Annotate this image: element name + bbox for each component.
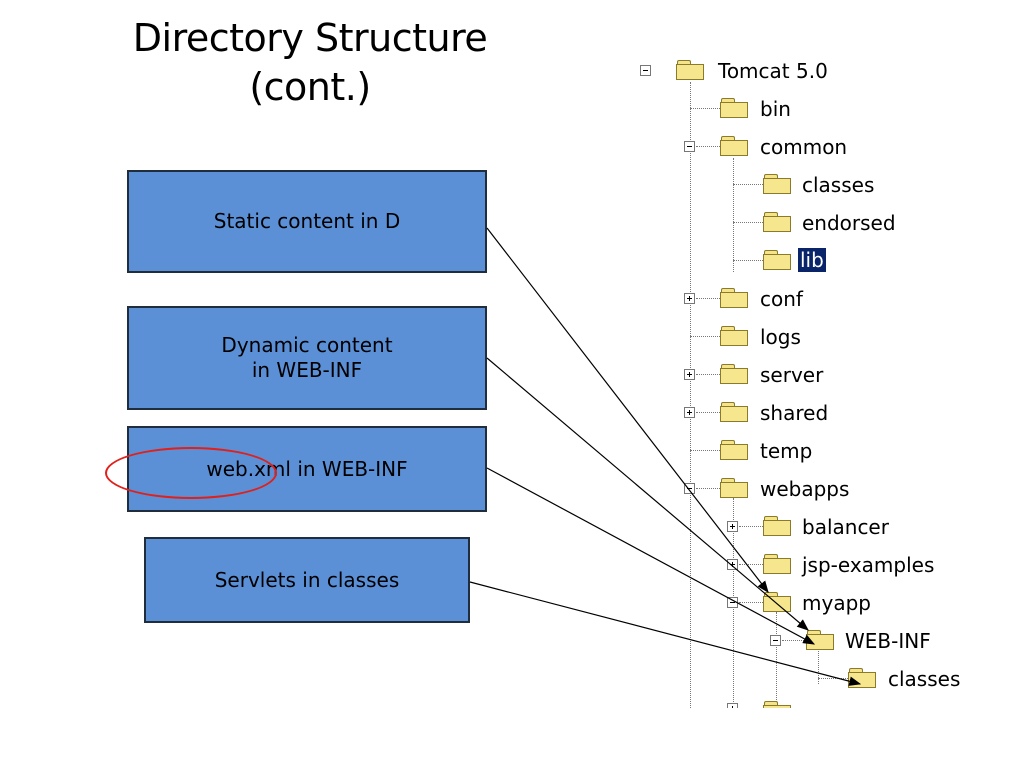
expand-icon[interactable] — [684, 407, 695, 418]
tree-item-label[interactable]: server — [760, 363, 824, 387]
tree-item-label[interactable]: balancer — [802, 515, 889, 539]
folder-icon — [720, 287, 750, 309]
folder-icon — [720, 401, 750, 423]
slide-title: Directory Structure (cont.) — [132, 16, 488, 109]
tree-item-label[interactable]: temp — [760, 439, 813, 463]
directory-tree: Tomcat 5.0 bin common classes endorsed l… — [630, 52, 980, 708]
tree-item-label[interactable]: logs — [760, 325, 801, 349]
arrow-servlets — [469, 581, 862, 686]
folder-icon — [720, 363, 750, 385]
tree-item-label[interactable]: common — [760, 135, 848, 159]
tree-item-label[interactable]: shared — [760, 401, 829, 425]
arrow-web-xml — [486, 467, 816, 645]
dynamic-content-box: Dynamic content in WEB-INF — [127, 306, 487, 410]
folder-icon — [676, 59, 706, 81]
collapse-icon[interactable] — [684, 141, 695, 152]
folder-icon — [763, 553, 793, 575]
tree-item-label-selected[interactable]: lib — [798, 248, 826, 272]
expand-icon[interactable] — [684, 293, 695, 304]
tree-item-label[interactable]: endorsed — [802, 211, 896, 235]
tree-item-label[interactable]: Tomcat 5.0 — [718, 59, 828, 83]
collapse-icon[interactable] — [770, 635, 781, 646]
folder-icon — [720, 325, 750, 347]
static-content-box: Static content in D — [127, 170, 487, 273]
collapse-icon[interactable] — [684, 483, 695, 494]
tree-item-label[interactable]: conf — [760, 287, 803, 311]
tree-item-label[interactable]: jsp-examples — [802, 553, 935, 577]
tree-item-label[interactable]: classes — [888, 667, 961, 691]
folder-icon — [720, 135, 750, 157]
open-folder-icon — [763, 249, 793, 271]
folder-icon — [720, 439, 750, 461]
highlight-ellipse — [105, 447, 277, 499]
tree-item-label[interactable]: WEB-INF — [845, 629, 931, 653]
collapse-icon[interactable] — [640, 65, 651, 76]
tree-item-label[interactable]: myapp — [802, 591, 871, 615]
expand-icon[interactable] — [727, 703, 738, 708]
expand-icon[interactable] — [684, 369, 695, 380]
folder-icon — [720, 477, 750, 499]
servlets-box: Servlets in classes — [144, 537, 470, 623]
tree-item-label[interactable]: classes — [802, 173, 875, 197]
expand-icon[interactable] — [727, 559, 738, 570]
arrow-dynamic-content — [486, 357, 809, 631]
folder-icon — [763, 515, 793, 537]
folder-icon — [763, 700, 793, 708]
tree-item-label[interactable]: webapps — [760, 477, 850, 501]
folder-icon — [763, 173, 793, 195]
tree-item-label[interactable]: bin — [760, 97, 791, 121]
folder-icon — [720, 97, 750, 119]
arrow-static-content — [486, 227, 769, 593]
expand-icon[interactable] — [727, 521, 738, 532]
folder-icon — [763, 211, 793, 233]
